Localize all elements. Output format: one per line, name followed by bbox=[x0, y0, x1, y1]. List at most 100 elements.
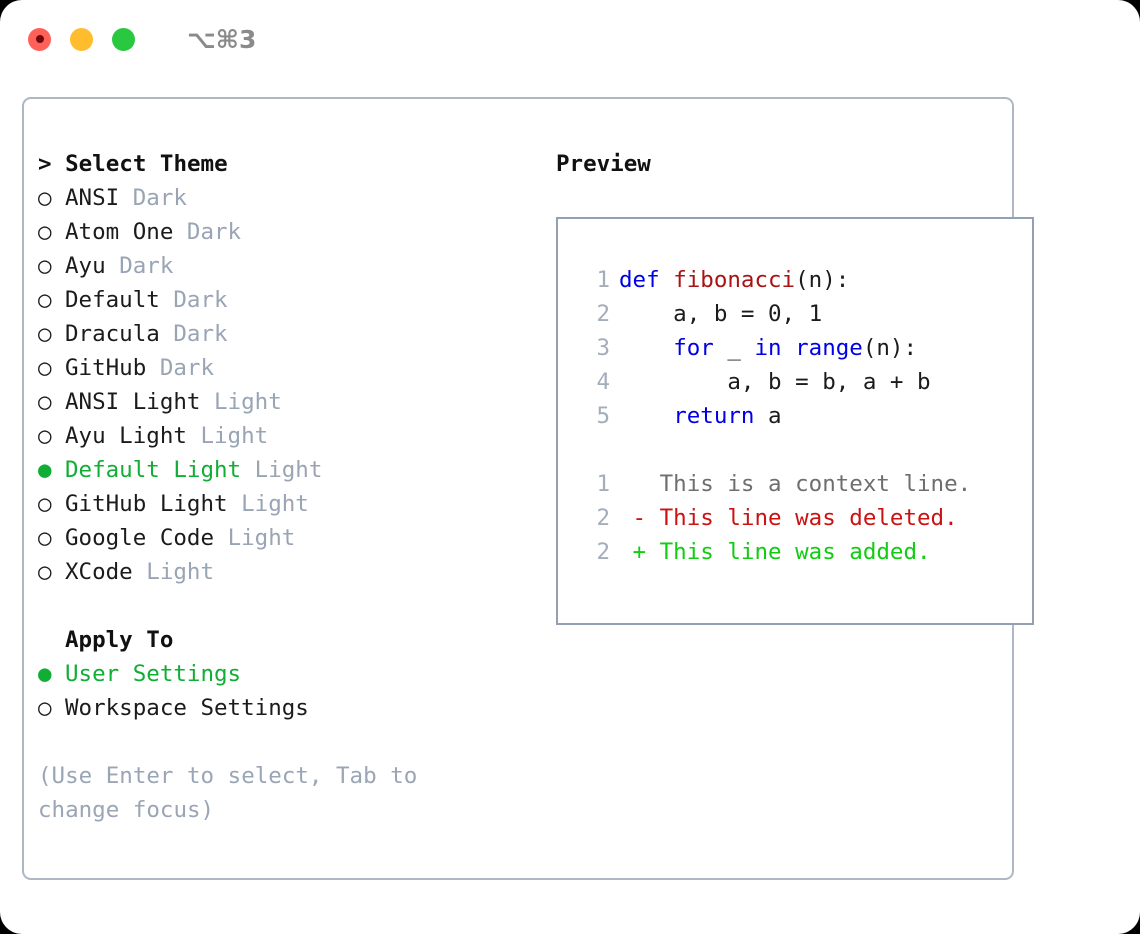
diff-line: 2 - This line was deleted. bbox=[576, 501, 1032, 535]
list-spacer bbox=[38, 589, 500, 623]
theme-option-label: Ayu Light bbox=[65, 423, 201, 449]
theme-option-dracula[interactable]: ○ Dracula Dark bbox=[38, 317, 500, 351]
code-token: fibonacci bbox=[673, 267, 796, 293]
radio-unselected-icon: ○ bbox=[38, 491, 52, 517]
theme-option-github[interactable]: ○GitHub Dark bbox=[38, 351, 500, 385]
theme-option-github-light[interactable]: ○ GitHub Light Light bbox=[38, 487, 500, 521]
theme-option-tag: Dark bbox=[119, 253, 174, 279]
line-number: 2 bbox=[596, 301, 610, 327]
code-token: a, b = b, a + b bbox=[619, 369, 931, 395]
theme-option-tag: Light bbox=[200, 423, 269, 449]
radio-unselected-icon: ○ bbox=[38, 423, 52, 449]
theme-option-ayu[interactable]: ○ Ayu Dark bbox=[38, 249, 500, 283]
code-token: def bbox=[619, 267, 674, 293]
code-token: _ bbox=[713, 335, 755, 361]
diff-line: 1 This is a context line. bbox=[576, 467, 1032, 501]
theme-option-label: Atom One bbox=[65, 219, 187, 245]
line-number: 2 bbox=[596, 539, 610, 565]
radio-unselected-icon: ○ bbox=[38, 185, 52, 211]
code-token bbox=[619, 399, 673, 433]
code-token bbox=[782, 331, 796, 365]
theme-option-atom-one[interactable]: ○Atom One Dark bbox=[38, 215, 500, 249]
minimize-window-icon[interactable] bbox=[70, 27, 93, 51]
diff-line: 2 + This line was added. bbox=[576, 535, 1032, 569]
code-token: for bbox=[673, 335, 714, 361]
theme-option-label: Dracula bbox=[65, 321, 174, 347]
preview-heading: Preview bbox=[556, 151, 651, 177]
theme-option-google-code[interactable]: ○Google Code Light bbox=[38, 521, 500, 555]
select-theme-heading: > Select Theme bbox=[38, 151, 228, 177]
apply-to-option-workspace-settings[interactable]: ○ Workspace Settings bbox=[38, 691, 500, 725]
code-token: This is a context line. bbox=[619, 471, 972, 497]
theme-option-label: Default Light bbox=[65, 457, 255, 483]
close-window-icon[interactable] bbox=[28, 27, 51, 51]
radio-unselected-icon: ○ bbox=[38, 287, 52, 313]
theme-option-label: GitHub Light bbox=[65, 491, 242, 517]
code-line: 2 a, b = 0, 1 bbox=[576, 297, 1032, 331]
keyboard-hint: (Use Enter to select, Tab to change focu… bbox=[38, 763, 431, 823]
radio-unselected-icon: ○ bbox=[38, 389, 52, 415]
line-number: 1 bbox=[596, 471, 610, 497]
line-number: 2 bbox=[596, 505, 610, 531]
code-line: 5 return a bbox=[576, 399, 1032, 433]
apply-to-heading: Apply To bbox=[65, 627, 174, 653]
theme-option-tag: Light bbox=[241, 491, 309, 517]
theme-list: ○ANSI Dark○Atom One Dark○Ayu Dark○Defaul… bbox=[38, 181, 500, 589]
theme-option-label: ANSI bbox=[65, 185, 133, 211]
code-line: 3 for _ in range(n): bbox=[576, 331, 1032, 365]
code-diff-gap bbox=[576, 433, 1032, 467]
apply-to-list: ● User Settings ○ Workspace Settings bbox=[38, 657, 500, 725]
line-number: 3 bbox=[596, 335, 610, 361]
radio-unselected-icon: ○ bbox=[38, 559, 52, 585]
theme-option-default[interactable]: ○Default Dark bbox=[38, 283, 500, 317]
theme-option-label: ANSI Light bbox=[65, 389, 215, 415]
radio-unselected-icon: ○ bbox=[38, 355, 52, 381]
code-token bbox=[619, 331, 673, 365]
code-line: 4 a, b = b, a + b bbox=[576, 365, 1032, 399]
radio-unselected-icon: ○ bbox=[38, 695, 52, 721]
maximize-window-icon[interactable] bbox=[112, 27, 135, 51]
radio-unselected-icon: ○ bbox=[38, 525, 52, 551]
hint-spacer bbox=[38, 725, 500, 759]
theme-option-label: GitHub bbox=[65, 355, 160, 381]
theme-option-default-light[interactable]: ●Default Light Light bbox=[38, 453, 500, 487]
theme-option-ansi-light[interactable]: ○ ANSI Light Light bbox=[38, 385, 500, 419]
code-token: + This line was added. bbox=[619, 539, 931, 565]
code-token: (n): bbox=[795, 267, 850, 293]
theme-option-tag: Light bbox=[227, 525, 296, 551]
theme-option-tag: Dark bbox=[132, 185, 187, 211]
code-token: a bbox=[754, 403, 782, 429]
theme-option-ayu-light[interactable]: ○ Ayu Light Light bbox=[38, 419, 500, 453]
line-number: 5 bbox=[596, 403, 610, 429]
title-bar: ⌥⌘3 bbox=[0, 0, 1140, 78]
code-token: - This line was deleted. bbox=[619, 505, 958, 531]
theme-option-ansi[interactable]: ○ ANSI Dark bbox=[38, 181, 500, 215]
code-token: a, b = 0, 1 bbox=[619, 301, 823, 327]
radio-unselected-icon: ○ bbox=[38, 321, 52, 347]
theme-option-label: Ayu bbox=[65, 253, 120, 279]
apply-to-option-label: User Settings bbox=[65, 661, 242, 687]
code-token: in bbox=[754, 335, 782, 361]
theme-option-xcode[interactable]: ○XCode Light bbox=[38, 555, 500, 589]
theme-option-label: XCode bbox=[65, 559, 147, 585]
theme-option-label: Default bbox=[65, 287, 174, 313]
radio-selected-icon: ● bbox=[38, 661, 52, 687]
theme-option-tag: Light bbox=[214, 389, 282, 415]
theme-selection-column: > Select Theme ○ANSI Dark○Atom One Dark○… bbox=[24, 99, 500, 878]
line-number: 4 bbox=[596, 369, 610, 395]
diff-sample: 1 This is a context line.2 - This line w… bbox=[576, 467, 1032, 569]
theme-option-tag: Light bbox=[254, 457, 323, 483]
traffic-lights bbox=[28, 27, 135, 51]
radio-unselected-icon: ○ bbox=[38, 253, 52, 279]
theme-option-tag: Dark bbox=[173, 321, 228, 347]
apply-to-option-user-settings[interactable]: ● User Settings bbox=[38, 657, 500, 691]
code-token: range bbox=[795, 335, 863, 361]
code-token: return bbox=[673, 403, 755, 429]
apply-to-option-label: Workspace Settings bbox=[65, 695, 309, 721]
theme-option-tag: Dark bbox=[186, 219, 242, 245]
